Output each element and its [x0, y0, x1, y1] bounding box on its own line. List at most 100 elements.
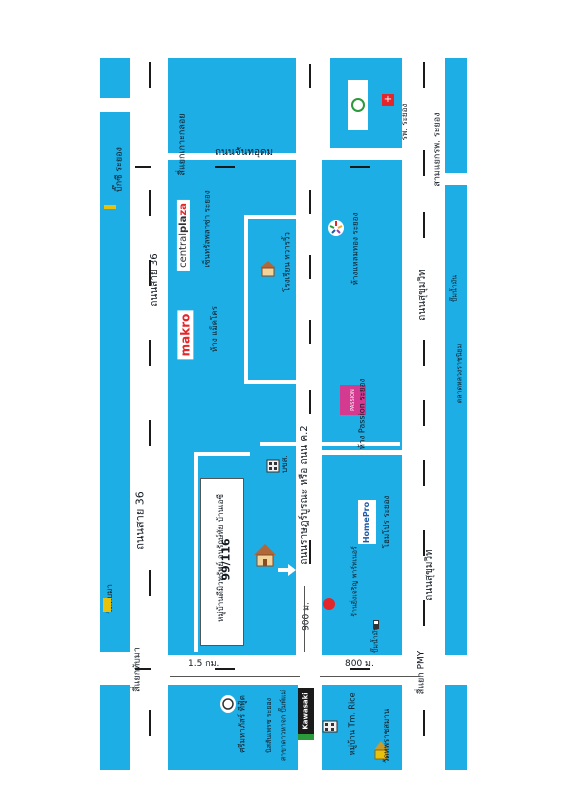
kawasaki-logo-text: Kawasaki — [302, 692, 311, 730]
lane-dash — [309, 255, 311, 279]
temple-lower-label: วัดทพราชสมาน — [382, 708, 391, 764]
road-label-ratchapat: ถนนราษฎร์บูรณะ หรือ ถนน ค.2 — [299, 425, 310, 565]
kawasaki-stripe-icon — [298, 734, 314, 740]
lane-dash — [149, 420, 151, 446]
target-label-box: หมู่บ้านดีมิวทรัพย์ อนุรักษ์ทัย บ้านเอซี… — [200, 478, 244, 646]
passion-sign: PASSION — [340, 385, 366, 415]
homepro-label: โฮมโปร ระยอง — [382, 495, 391, 549]
distance-line-1-5 — [170, 676, 300, 677]
homepro-logo-text: HomePro — [362, 501, 372, 543]
lane-dash — [423, 460, 425, 486]
junction-koh-kloy: สี่แยกเกาะกลอย — [177, 113, 188, 176]
lane-dash — [149, 710, 151, 736]
soi-inner-horizontal-2 — [244, 380, 296, 384]
arrow-right-icon — [278, 564, 296, 576]
saranrom-logo-icon — [220, 695, 236, 713]
lane-dash — [309, 540, 311, 564]
target-number: 99/116 — [219, 538, 233, 581]
lane-dash — [149, 340, 151, 366]
hospital-label: รพ. ระยอง — [400, 103, 409, 141]
bus-label: บขส. — [280, 455, 289, 473]
makro-label: ห้าง แม็คโคร — [210, 306, 219, 352]
road-label-sukhumvit-bottom: ถนนสุขุมวิท — [424, 549, 435, 601]
lane-dash — [423, 400, 425, 426]
hospital-icon: + — [382, 94, 394, 106]
distance-line-900 — [304, 586, 305, 652]
junction-samyaek: สามแยกรพ. ระยอง — [432, 112, 443, 187]
road-label-chanudom: ถนนจันทอุดม — [215, 147, 274, 158]
lane-dash — [309, 64, 311, 88]
lane-dash — [149, 62, 151, 88]
bigc-label: บิ๊กซี ระยอง — [114, 147, 125, 192]
lane-dash — [309, 320, 311, 344]
lane-dash — [423, 600, 425, 626]
lane-dash — [309, 390, 311, 414]
school-label: โรงเรียน ทวารวิ้ว — [282, 232, 292, 292]
distance-1-5km: 1.5 กม. — [188, 659, 220, 669]
block-right-mid — [445, 185, 467, 655]
passion-label: ห้าง Passion ระยอง — [357, 378, 367, 450]
central-logo: centralplaza — [172, 195, 194, 275]
rayong-sign-b: สาขาดาวหาจก ปั๊มพ์แม่ — [279, 689, 288, 762]
block-top-center — [168, 58, 296, 153]
saranrom-label: ศรีมหาภัสร์ ทีฟู้ด — [237, 695, 247, 753]
village-icon — [322, 718, 338, 734]
soi-inner-vertical — [244, 218, 248, 383]
block-top-left — [100, 112, 130, 652]
distance-line-800 — [320, 676, 420, 677]
gas-pump-icon — [372, 618, 382, 630]
jaroen-icon — [323, 598, 335, 610]
central-logo-text-b: pla — [177, 215, 189, 233]
road-label-sukhumvit-top: ถนนสุขุมวิท — [417, 269, 428, 321]
jaroen-label: ร้านยิ่งเจริญ พาร์ทเนอร์ — [350, 546, 359, 617]
rayong-sign-a: นิสสันเพรซ ระยอง — [265, 697, 273, 754]
central-label: เซ็นทรัลพลาซ่า ระยอง — [202, 190, 212, 268]
lane-dash — [423, 530, 425, 556]
lane-dash — [149, 260, 151, 286]
village-rice-label: หมู่บ้าน Tm. Rice — [347, 692, 357, 756]
passion-sign-text: PASSION — [350, 389, 356, 411]
school-icon — [258, 258, 278, 278]
market-label: ตลาดหลวงราชนิยม — [455, 343, 464, 404]
makro-logo: makro — [174, 310, 196, 360]
lane-dash — [149, 570, 151, 596]
laemthong-label: ห้างแหลมทอง ระยอง — [350, 212, 360, 286]
block-homepro — [322, 455, 402, 655]
lane-dash — [135, 166, 151, 168]
lane-dash — [423, 340, 425, 366]
hospital-logo-icon — [348, 80, 368, 130]
makro-logo-text: makro — [177, 310, 193, 360]
home-icon — [252, 542, 278, 568]
road-label-sai36-top: ถนนสาย 36 — [149, 253, 160, 307]
road-label-sai36-bottom: ถนนสาย 36 — [133, 491, 147, 550]
kawasaki-logo: Kawasaki — [298, 688, 314, 734]
lane-dash — [149, 190, 151, 216]
lane-dash — [135, 668, 151, 670]
distance-800m: 800 ม. — [345, 659, 374, 669]
soi-target-vert — [194, 452, 198, 652]
lane-dash — [423, 710, 425, 736]
lane-dash — [423, 62, 425, 88]
bus-station-icon — [266, 458, 280, 474]
homepro-logo: HomePro — [358, 500, 376, 544]
market-gas-label: ปั๊มน้ำมัน — [450, 274, 459, 303]
soi-inner-horizontal — [244, 215, 296, 219]
junction-pmy: สี่แยก PMY — [416, 650, 427, 695]
block-bottom-left — [100, 685, 130, 770]
lane-dash — [215, 668, 235, 670]
watthapma-marker-icon — [103, 598, 111, 612]
lane-dash — [423, 212, 425, 238]
central-logo-text-c: za — [177, 202, 189, 216]
bigc-marker-icon — [104, 205, 116, 209]
lane-dash — [350, 166, 370, 168]
soi-to-target — [194, 452, 250, 456]
laemthong-logo-icon — [326, 218, 346, 238]
temple-icon — [372, 740, 390, 760]
soi-laemthong — [260, 442, 400, 446]
lane-dash — [350, 668, 370, 670]
lane-dash — [215, 166, 235, 168]
block-right-top — [445, 58, 467, 173]
block-bigc — [100, 58, 130, 98]
central-logo-text-a: central — [177, 232, 189, 268]
